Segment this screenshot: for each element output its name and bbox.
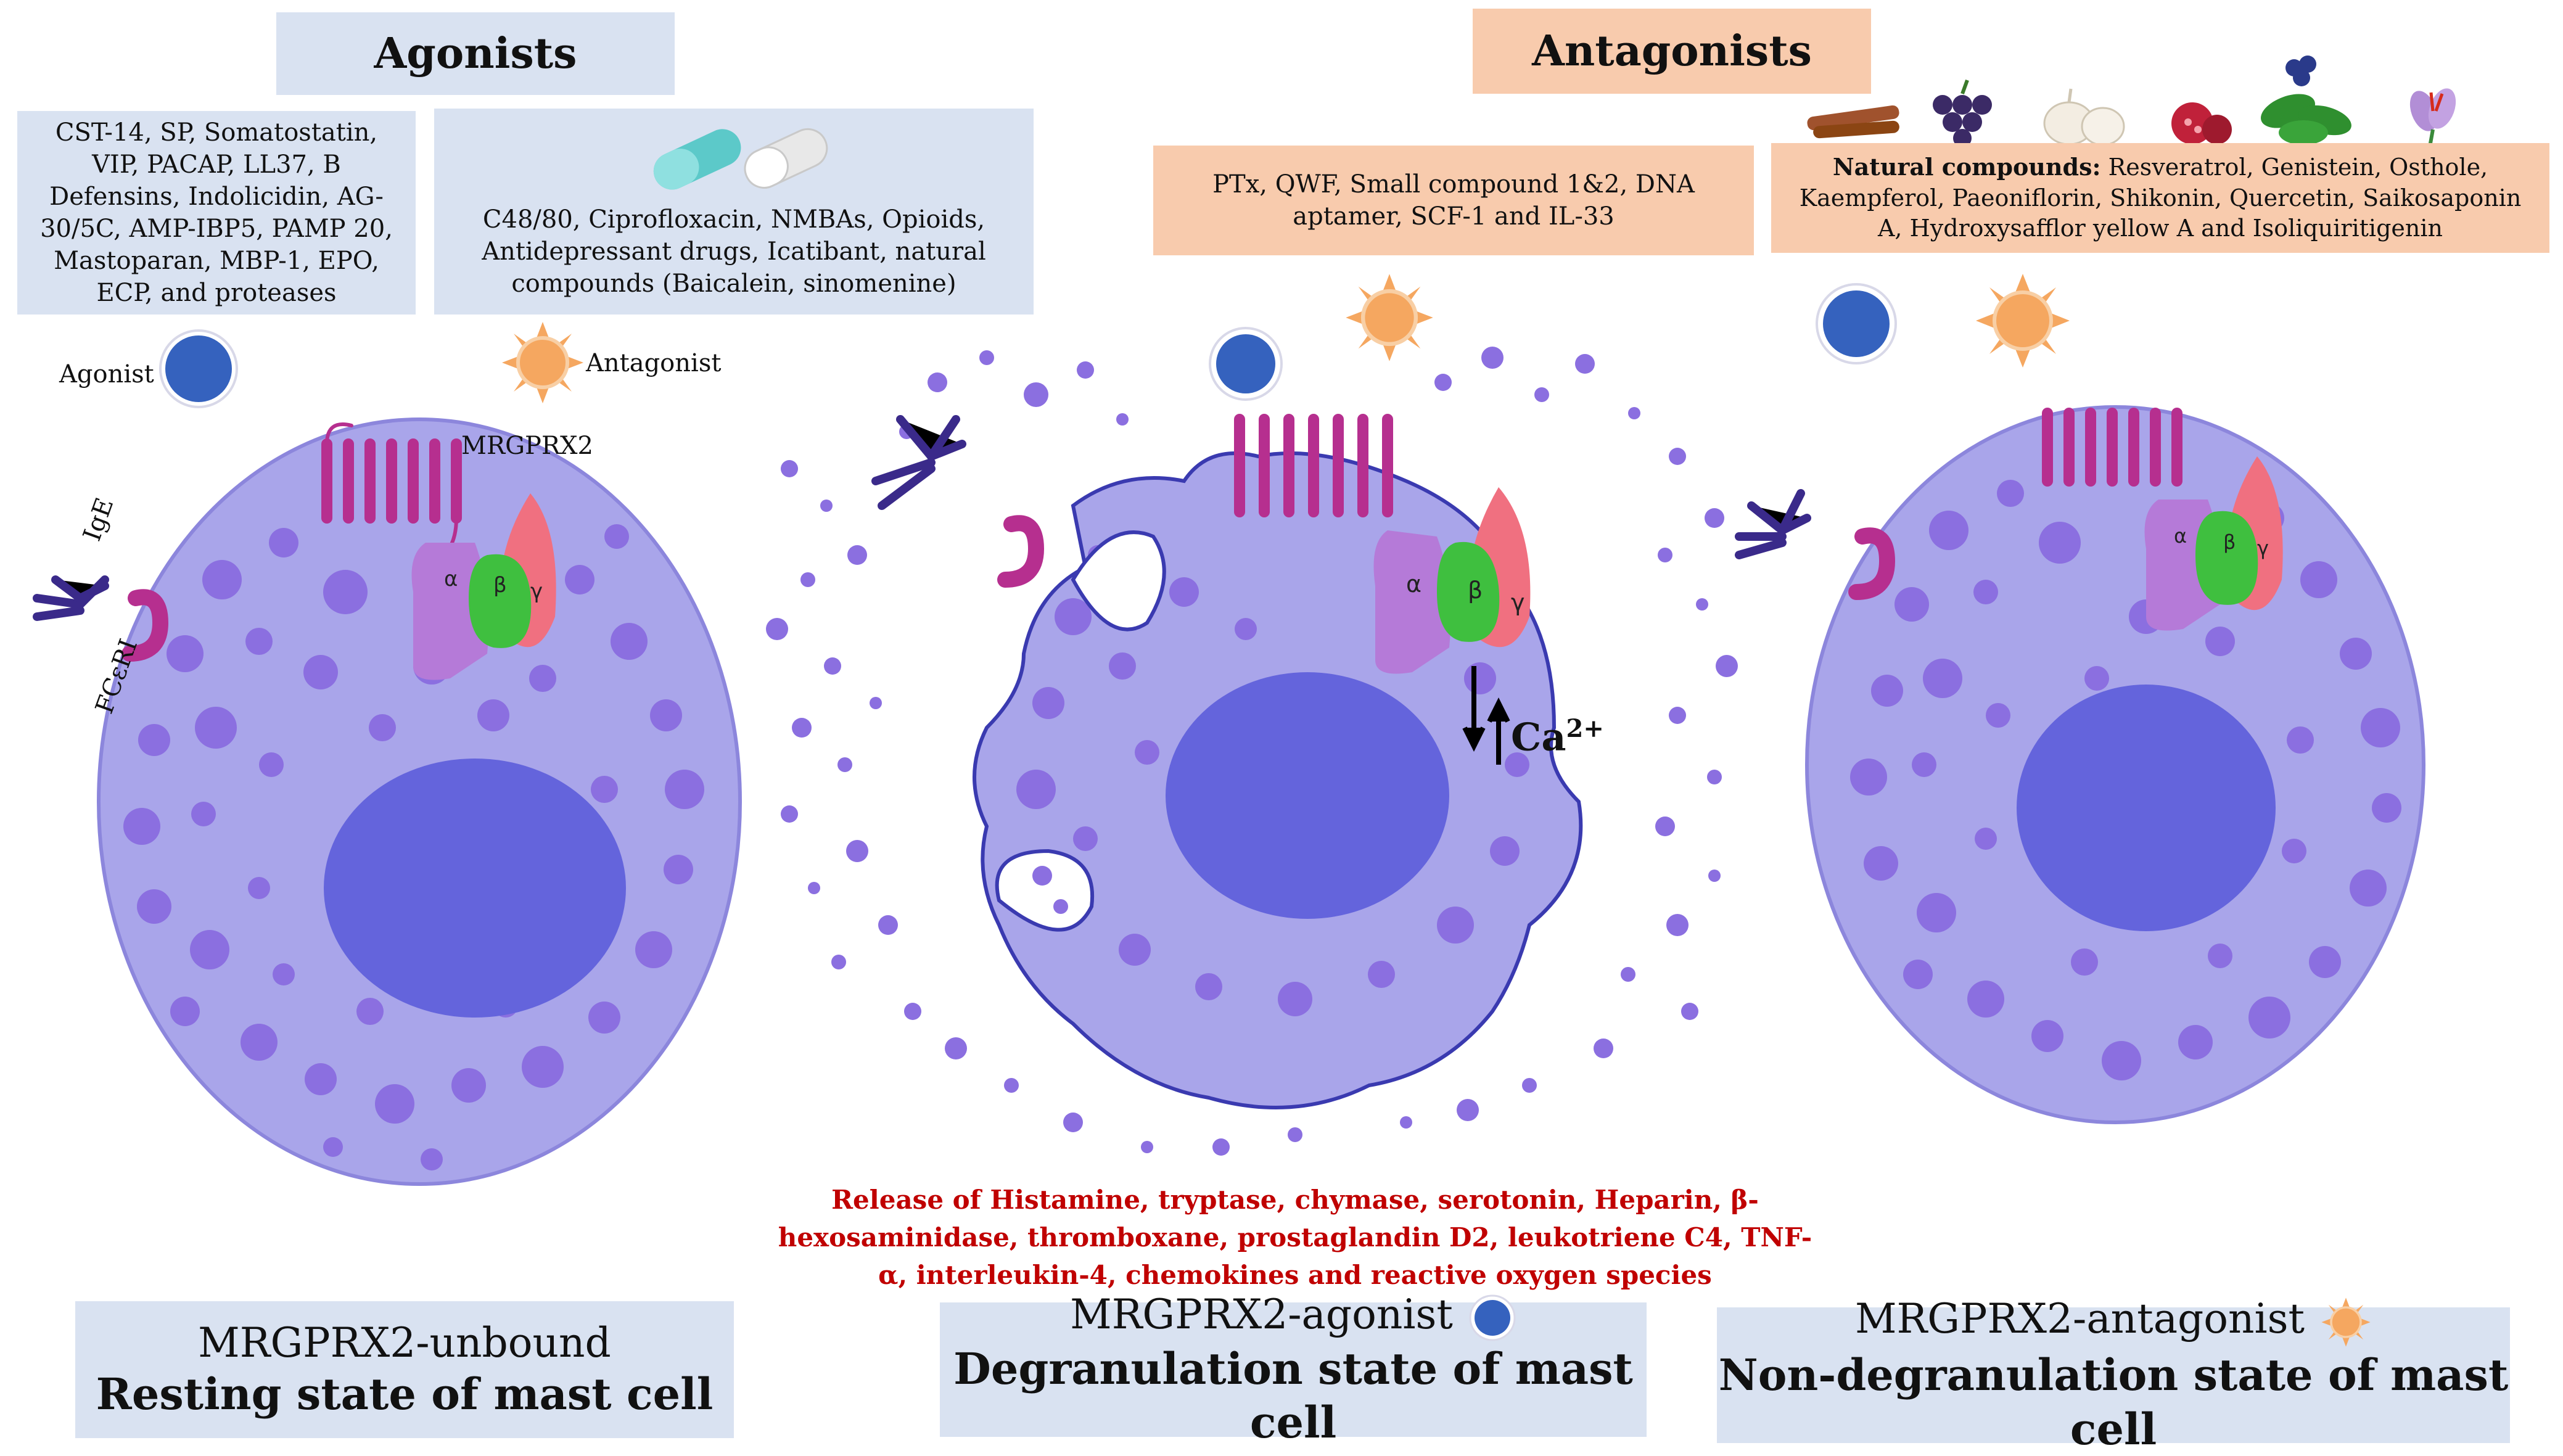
antagonist-synthetic-text: PTx, QWF, Small compound 1&2, DNA aptame… [1212,170,1695,231]
nucleus [2017,685,2276,931]
natural-compounds-list: Resveratrol, Genistein, Osthole, Kaempfe… [1799,154,2522,242]
released-granules [766,347,1738,1156]
resting-state-line2: Resting state of mast cell [96,1368,714,1420]
non-degranulation-state-box: MRGPRX2-antagonist Non-degranulation sta… [1717,1295,2510,1455]
degranulation-state-box: MRGPRX2-agonist Degranulation state of m… [940,1291,1647,1448]
non-degranulation-state-line1-wrap: MRGPRX2-antagonist [1855,1294,2372,1348]
antagonist-sun-icon [1346,274,1433,361]
agonist-legend-label: Agonist [59,360,154,389]
mrgprx2-receptor [1234,414,1393,517]
natural-products-icons [1807,56,2456,147]
ige-antibody-icon [871,415,966,510]
gamma-label: γ [2257,537,2269,560]
non-degranulating-mast-cell: α β γ [1735,274,2425,1124]
antagonist-sun-icon [2321,1298,2371,1347]
antagonist-natural-box: Natural compounds: Resveratrol, Genistei… [1771,143,2549,253]
antagonist-natural-text: Natural compounds: Resveratrol, Genistei… [1786,152,2535,244]
g-beta-subunit [2195,511,2258,605]
ige-antibody-icon [1735,489,1811,559]
g-alpha-subunit [1373,530,1451,674]
fceri-receptor-icon [1848,527,1896,600]
beta-label: β [493,573,507,598]
grapes-icon [1933,79,1992,147]
nucleus [324,759,626,1018]
non-degranulation-state-line2: Non-degranulation state of mast cell [1718,1349,2509,1455]
mrgprx2-receptor [321,422,462,557]
degranulation-state-line1-wrap: MRGPRX2-agonist [1070,1290,1516,1342]
ige-label: IgE [78,494,119,545]
capsule-icon [653,128,828,190]
agonist-ball-icon [1823,290,1890,357]
garlic-icon [2043,88,2125,146]
alpha-label: α [444,567,458,591]
calcium-label: Ca2+ [1511,714,1604,760]
g-beta-subunit [469,554,532,648]
exocytosis-vesicle [1071,530,1166,631]
agonist-ball-icon [159,329,238,408]
calcium-symbol: Ca [1511,714,1566,760]
granule-vesicle [995,849,1095,932]
fceri-receptor-icon [121,589,169,662]
agonist-drugs-text: C48/80, Ciprofloxacin, NMBAs, Opioids, A… [482,205,986,298]
antagonist-legend-label: Antagonist [586,349,722,377]
resting-state-line1: MRGPRX2-unbound [198,1318,611,1367]
mediator-release-text: Release of Histamine, tryptase, chymase,… [778,1185,1812,1290]
cell-granules [123,524,704,1170]
degranulating-mast-cell: α β γ [766,327,1738,1156]
agonist-peptides-box: CST-14, SP, Somatostatin, VIP, PACAP, LL… [17,111,416,315]
resting-state-box: MRGPRX2-unbound Resting state of mast ce… [75,1301,734,1438]
ige-antibody-icon [33,575,109,621]
pomegranate-icon [2171,102,2232,144]
saffron-flower-icon [2409,88,2456,147]
calcium-arrows-icon [1462,666,1510,765]
alpha-label: α [2174,524,2187,548]
antagonist-sun-icon [502,322,583,403]
calcium-charge: 2+ [1566,714,1604,743]
agonist-ball-icon [1469,1294,1516,1341]
fceri-receptor-icon [997,515,1045,588]
resting-mast-cell: α β γ IgE FCεRI [33,417,742,1186]
antagonist-sun-icon [1976,274,2070,368]
cell-granules [1850,480,2401,1080]
agonists-header: Agonists [276,12,675,95]
agonist-drugs-text-wrap: C48/80, Ciprofloxacin, NMBAs, Opioids, A… [434,189,1034,315]
g-beta-subunit [1437,541,1500,642]
agonist-ball-icon [1216,334,1275,393]
g-alpha-subunit [411,543,489,680]
gamma-label: γ [1511,589,1525,616]
mrgprx2-label: MRGPRX2 [461,432,593,460]
cinnamon-icon [1807,105,1899,139]
antagonists-header: Antagonists [1473,9,1871,94]
natural-compounds-label: Natural compounds: [1832,153,2101,181]
beta-label: β [2223,530,2236,554]
degranulation-state-line2: Degranulation state of mast cell [953,1343,1633,1449]
antagonist-synthetic-box: PTx, QWF, Small compound 1&2, DNA aptame… [1153,146,1754,255]
agonist-drugs-box: C48/80, Ciprofloxacin, NMBAs, Opioids, A… [434,109,1034,315]
degranulation-state-line1: MRGPRX2-agonist [1070,1290,1453,1338]
beta-label: β [1468,577,1483,604]
gamma-label: γ [530,579,543,604]
alpha-label: α [1406,570,1421,598]
non-degranulation-state-line1: MRGPRX2-antagonist [1854,1295,2305,1343]
agonist-peptides-text: CST-14, SP, Somatostatin, VIP, PACAP, LL… [40,118,393,307]
leaves-icon [2261,56,2351,145]
mrgprx2-receptor [2042,408,2182,487]
nucleus [1166,672,1449,919]
